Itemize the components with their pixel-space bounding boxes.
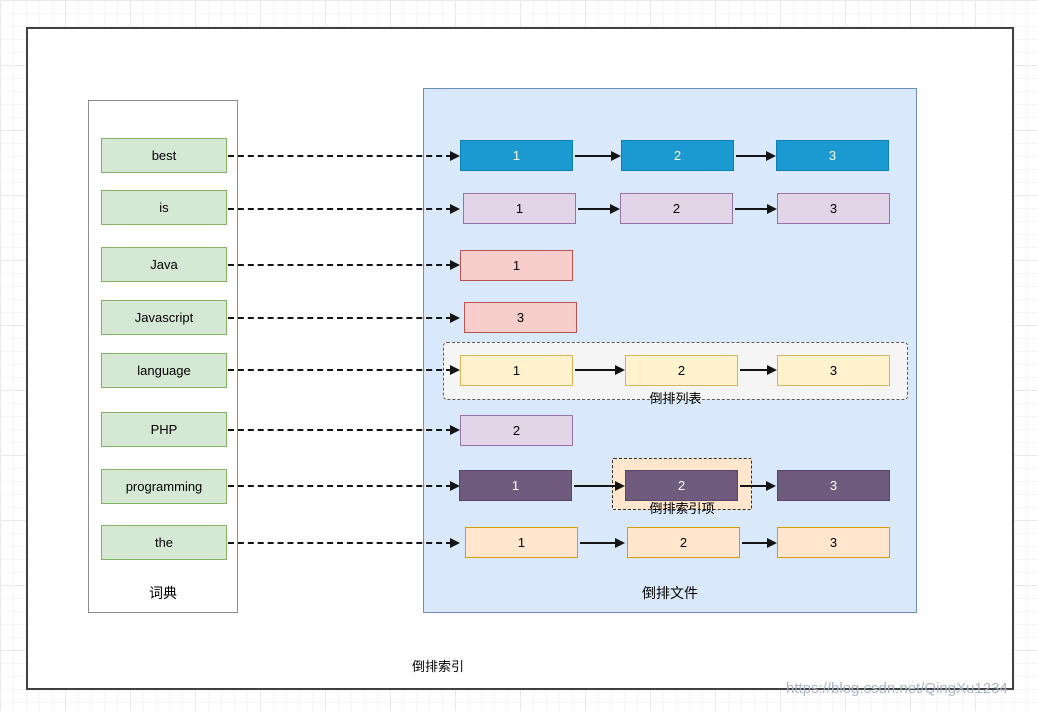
link-arrow bbox=[580, 538, 625, 548]
dashed-arrow bbox=[228, 204, 460, 214]
dashed-arrow bbox=[228, 260, 460, 270]
posting-cell: 3 bbox=[777, 527, 890, 558]
posting-cell: 2 bbox=[621, 140, 734, 171]
arrowhead-icon bbox=[610, 204, 620, 214]
arrowhead-icon bbox=[611, 151, 621, 161]
link-arrow bbox=[575, 151, 621, 161]
posting-cell: 1 bbox=[460, 140, 573, 171]
arrowhead-icon bbox=[767, 538, 777, 548]
arrow-line bbox=[574, 485, 617, 487]
arrow-line bbox=[228, 155, 452, 157]
link-arrow bbox=[736, 151, 776, 161]
arrow-line bbox=[575, 369, 617, 371]
dashed-arrow bbox=[228, 151, 460, 161]
posting-list-label: 倒排列表 bbox=[649, 391, 702, 406]
dashed-arrow bbox=[228, 538, 460, 548]
posting-cell: 3 bbox=[777, 355, 890, 386]
arrowhead-icon bbox=[450, 151, 460, 161]
arrow-line bbox=[228, 485, 452, 487]
posting-cell: 3 bbox=[777, 193, 890, 224]
arrow-line bbox=[736, 155, 768, 157]
dictionary-term-javascript: Javascript bbox=[101, 300, 227, 335]
arrowhead-icon bbox=[450, 204, 460, 214]
posting-cell: 2 bbox=[627, 527, 740, 558]
link-arrow bbox=[578, 204, 620, 214]
posting-cell: 3 bbox=[776, 140, 889, 171]
arrowhead-icon bbox=[450, 365, 460, 375]
dictionary-term-is: is bbox=[101, 190, 227, 225]
arrow-line bbox=[228, 369, 452, 371]
arrowhead-icon bbox=[766, 151, 776, 161]
arrow-line bbox=[228, 542, 452, 544]
arrow-line bbox=[740, 369, 769, 371]
arrow-line bbox=[578, 208, 612, 210]
arrow-line bbox=[735, 208, 769, 210]
dashed-arrow bbox=[228, 425, 460, 435]
posting-cell: 1 bbox=[460, 355, 573, 386]
arrow-line bbox=[742, 542, 769, 544]
arrowhead-icon bbox=[615, 538, 625, 548]
arrowhead-icon bbox=[615, 481, 625, 491]
arrowhead-icon bbox=[450, 481, 460, 491]
dictionary-term-programming: programming bbox=[101, 469, 227, 504]
inverted-file-label: 倒排文件 bbox=[642, 585, 698, 601]
link-arrow bbox=[574, 481, 625, 491]
posting-cell: 1 bbox=[463, 193, 576, 224]
dictionary-term-java: Java bbox=[101, 247, 227, 282]
arrow-line bbox=[228, 208, 452, 210]
posting-cell: 3 bbox=[777, 470, 890, 501]
arrow-line bbox=[228, 317, 452, 319]
posting-cell: 1 bbox=[465, 527, 578, 558]
inverted-index-label: 倒排索引 bbox=[412, 659, 465, 674]
link-arrow bbox=[735, 204, 777, 214]
dictionary-term-php: PHP bbox=[101, 412, 227, 447]
posting-cell: 1 bbox=[460, 250, 573, 281]
dictionary-term-language: language bbox=[101, 353, 227, 388]
posting-cell: 1 bbox=[459, 470, 572, 501]
link-arrow bbox=[742, 538, 777, 548]
posting-cell: 3 bbox=[464, 302, 577, 333]
arrowhead-icon bbox=[767, 365, 777, 375]
arrowhead-icon bbox=[450, 538, 460, 548]
watermark-text: https://blog.csdn.net/QingXu1234 bbox=[786, 680, 1008, 697]
arrow-line bbox=[580, 542, 617, 544]
dashed-arrow bbox=[228, 313, 460, 323]
arrow-line bbox=[740, 485, 768, 487]
arrowhead-icon bbox=[615, 365, 625, 375]
posting-cell: 2 bbox=[460, 415, 573, 446]
dictionary-panel: best is Java Javascript language PHP pro… bbox=[88, 100, 238, 613]
arrowhead-icon bbox=[766, 481, 776, 491]
posting-cell: 2 bbox=[620, 193, 733, 224]
dictionary-label: 词典 bbox=[149, 585, 177, 601]
link-arrow bbox=[740, 365, 777, 375]
posting-cell: 2 bbox=[625, 355, 738, 386]
index-item-label: 倒排索引项 bbox=[649, 501, 715, 516]
dictionary-term-best: best bbox=[101, 138, 227, 173]
link-arrow bbox=[575, 365, 625, 375]
arrowhead-icon bbox=[450, 425, 460, 435]
arrowhead-icon bbox=[450, 313, 460, 323]
arrowhead-icon bbox=[767, 204, 777, 214]
arrowhead-icon bbox=[450, 260, 460, 270]
dashed-arrow bbox=[228, 481, 460, 491]
dictionary-term-the: the bbox=[101, 525, 227, 560]
arrow-line bbox=[228, 429, 452, 431]
arrow-line bbox=[228, 264, 452, 266]
posting-cell: 2 bbox=[625, 470, 738, 501]
arrow-line bbox=[575, 155, 613, 157]
dashed-arrow bbox=[228, 365, 460, 375]
link-arrow bbox=[740, 481, 776, 491]
